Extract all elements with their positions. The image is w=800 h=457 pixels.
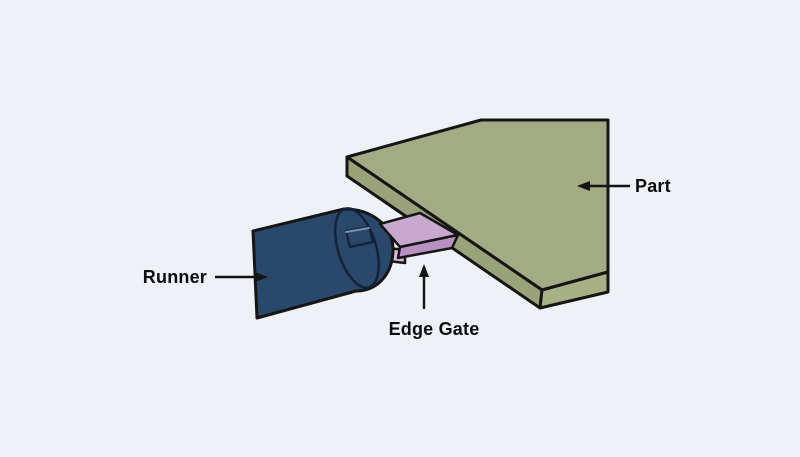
runner-arrow: [215, 272, 268, 282]
runner-label: Runner: [143, 267, 207, 287]
runner-gate-tab-highlight: [345, 227, 370, 233]
edge-gate-shape: [378, 211, 460, 260]
part-label: Part: [635, 176, 671, 196]
part-right-edge-face: [538, 270, 610, 310]
runner-arrow-head-icon: [255, 272, 268, 282]
edge-gate-arrow: [419, 264, 429, 309]
runner-endcap-rim: [333, 207, 381, 289]
edge-gate-arrow-head-icon: [419, 264, 429, 277]
runner-shape: [251, 207, 395, 320]
part-arrow: [577, 181, 630, 191]
edge-gate-label: Edge Gate: [389, 319, 480, 339]
edge-gate-front-face: [396, 233, 460, 260]
part-arrow-head-icon: [577, 181, 590, 191]
